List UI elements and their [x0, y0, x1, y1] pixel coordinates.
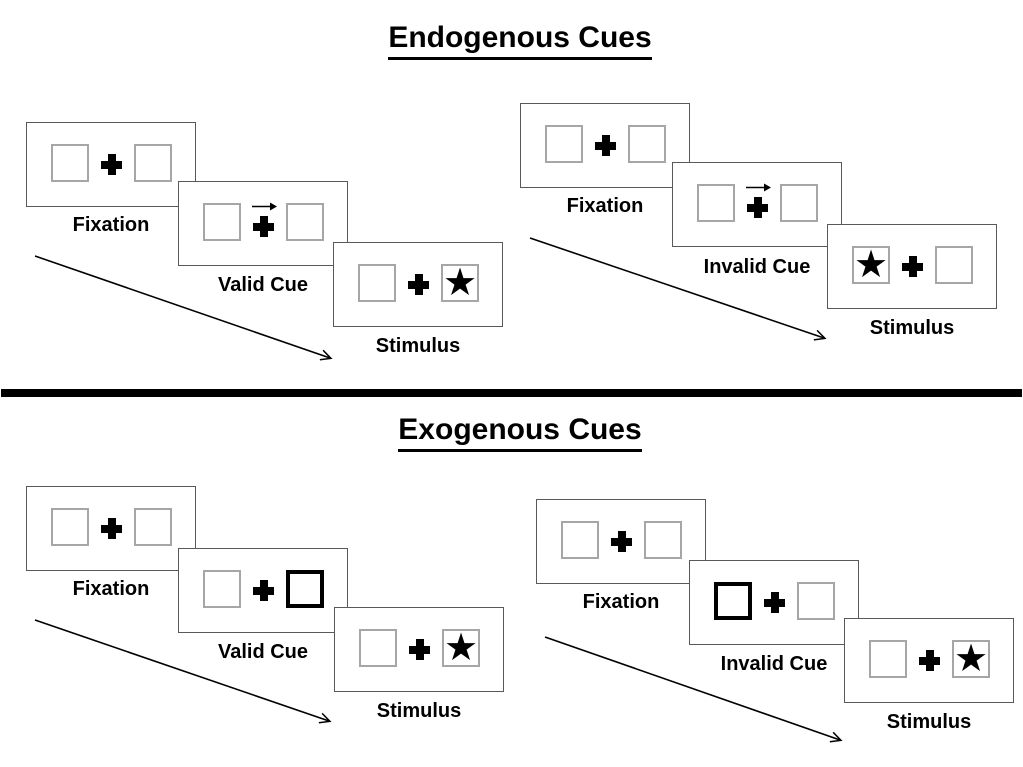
fixation-cross-icon [253, 580, 274, 601]
fixation-cross-icon [919, 650, 940, 671]
endogenous-valid-stimulus-panel: ★ [333, 242, 503, 327]
section-divider-line [1, 389, 1022, 397]
right-target-box [286, 203, 324, 241]
exogenous-invalid-stimulus-panel: ★ [844, 618, 1014, 703]
left-target-box [545, 125, 583, 163]
star-stimulus-icon: ★ [443, 624, 479, 669]
left-target-box [51, 508, 89, 546]
right-target-box: ★ [952, 635, 990, 680]
step-label-valid-cue: Valid Cue [217, 641, 309, 663]
step-label-stimulus: Stimulus [376, 700, 462, 722]
endogenous-title-text: Endogenous Cues [388, 20, 652, 60]
right-arrow-cue-icon [252, 202, 277, 211]
endogenous-invalid-stimulus-panel: ★ [827, 224, 997, 309]
left-target-box [51, 144, 89, 182]
right-arrow-cue-icon [746, 183, 771, 192]
timeline-arrow-exogenous-valid [34, 619, 332, 724]
highlighted-cue-box [714, 582, 752, 620]
right-target-box [134, 508, 172, 546]
exogenous-valid-stimulus-panel: ★ [334, 607, 504, 692]
right-target-box: ★ [441, 259, 479, 304]
highlighted-cue-box [286, 570, 324, 608]
right-target-box [935, 246, 973, 284]
fixation-cross-icon [409, 639, 430, 660]
right-target-box [644, 521, 682, 559]
step-label-fixation: Fixation [72, 214, 150, 236]
endogenous-section-title: Endogenous Cues [17, 20, 1023, 60]
step-label-invalid-cue: Invalid Cue [703, 256, 811, 278]
step-label-stimulus: Stimulus [375, 335, 461, 357]
exogenous-section-title: Exogenous Cues [17, 412, 1023, 452]
left-target-box [358, 264, 396, 302]
endogenous-invalid-cue-panel [672, 162, 842, 247]
timeline-arrow-endogenous-valid [34, 255, 333, 361]
endogenous-valid-fixation-panel [26, 122, 196, 207]
fixation-cross-icon [595, 135, 616, 156]
step-label-valid-cue: Valid Cue [217, 274, 309, 296]
left-target-box [869, 640, 907, 678]
exogenous-invalid-cue-panel [689, 560, 859, 645]
step-label-fixation: Fixation [582, 591, 660, 613]
fixation-cross-icon [253, 216, 274, 237]
star-stimulus-icon: ★ [442, 259, 478, 304]
fixation-cross-icon [764, 592, 785, 613]
fixation-cross-icon [747, 197, 768, 218]
endogenous-invalid-fixation-panel [520, 103, 690, 188]
step-label-stimulus: Stimulus [869, 317, 955, 339]
star-stimulus-icon: ★ [953, 635, 989, 680]
left-target-box: ★ [852, 241, 890, 286]
timeline-arrow-endogenous-invalid [529, 237, 827, 341]
fixation-cross-icon [101, 154, 122, 175]
left-target-box [203, 203, 241, 241]
star-stimulus-icon: ★ [853, 241, 889, 286]
exogenous-valid-fixation-panel [26, 486, 196, 571]
left-target-box [561, 521, 599, 559]
step-label-fixation: Fixation [72, 578, 150, 600]
fixation-cross-icon [611, 531, 632, 552]
fixation-cross-icon [408, 274, 429, 295]
left-target-box [359, 629, 397, 667]
fixation-cross-icon [902, 256, 923, 277]
exogenous-valid-cue-panel [178, 548, 348, 633]
step-label-fixation: Fixation [566, 195, 644, 217]
right-target-box [134, 144, 172, 182]
right-target-box: ★ [442, 624, 480, 669]
step-label-invalid-cue: Invalid Cue [720, 653, 828, 675]
exogenous-title-text: Exogenous Cues [398, 412, 642, 452]
left-target-box [203, 570, 241, 608]
left-target-box [697, 184, 735, 222]
right-target-box [628, 125, 666, 163]
exogenous-invalid-fixation-panel [536, 499, 706, 584]
endogenous-valid-cue-panel [178, 181, 348, 266]
step-label-stimulus: Stimulus [886, 711, 972, 733]
right-target-box [797, 582, 835, 620]
fixation-cross-icon [101, 518, 122, 539]
right-target-box [780, 184, 818, 222]
